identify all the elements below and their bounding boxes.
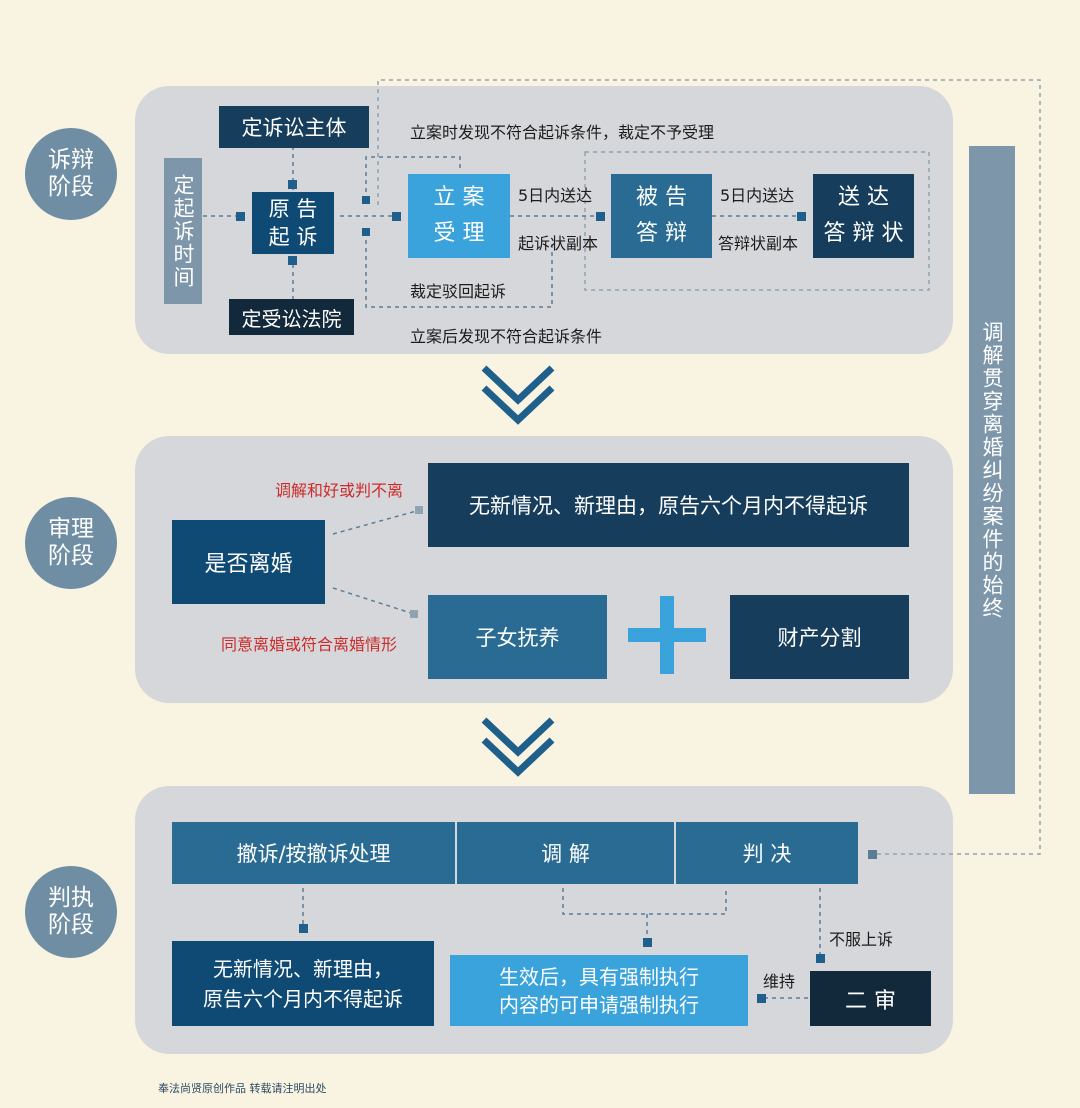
note-after-filing: 立案后发现不符合起诉条件 xyxy=(410,327,603,346)
property-division-label: 财产分割 xyxy=(777,626,862,650)
stage-judgment-circle: 判执 阶段 xyxy=(25,866,117,958)
child-custody-box: 子女抚养 xyxy=(428,595,607,679)
mediate-label: 调 解 xyxy=(541,842,590,866)
mediation-side-bar: 调解贯穿离婚纠纷案件的始终 xyxy=(969,146,1015,794)
five-days-label-1: 5日内送达 xyxy=(518,186,593,205)
mediation-side-label: 调解贯穿离婚纠纷案件的始终 xyxy=(980,320,1004,620)
withdraw-box: 撤诉/按撤诉处理 xyxy=(172,822,455,884)
judgment-box: 判 决 xyxy=(676,822,858,884)
plaintiff-sue-label: 原 告 起 诉 xyxy=(268,197,318,249)
no-new-reason-bottom-label: 无新情况、新理由， 原告六个月内不得起诉 xyxy=(203,956,403,1011)
file-accept-box: 立 案 受 理 xyxy=(408,174,510,258)
deliver-answer-box: 送 达 答 辩 状 xyxy=(813,174,914,258)
footer-credit: 奉法尚贤原创作品 转载请注明出处 xyxy=(158,1082,327,1095)
second-instance-label: 二 审 xyxy=(845,988,896,1014)
defendant-answer-box: 被 告 答 辩 xyxy=(611,174,712,258)
divorce-question-label: 是否离婚 xyxy=(204,552,293,577)
define-court-label: 定受讼法院 xyxy=(241,306,342,331)
divorce-question-box: 是否离婚 xyxy=(172,520,325,604)
define-time-box: 定起诉时间 xyxy=(164,158,202,304)
uphold-label: 维持 xyxy=(763,972,796,991)
note-dismiss: 裁定驳回起诉 xyxy=(410,282,507,301)
stage-judgment-label: 判执 阶段 xyxy=(48,885,94,938)
five-days-label-2: 5日内送达 xyxy=(720,186,795,205)
child-custody-label: 子女抚养 xyxy=(475,626,560,650)
reconcile-label: 调解和好或判不离 xyxy=(275,481,404,500)
file-accept-label: 立 案 受 理 xyxy=(433,185,485,246)
second-instance-box: 二 审 xyxy=(810,971,931,1026)
judgment-label: 判 决 xyxy=(742,842,792,866)
no-new-reason-label: 无新情况、新理由，原告六个月内不得起诉 xyxy=(469,494,868,518)
appeal-label: 不服上诉 xyxy=(829,930,894,949)
define-court-box: 定受讼法院 xyxy=(229,299,354,335)
stage-litigation-circle: 诉辩 阶段 xyxy=(25,128,117,220)
agree-divorce-label: 同意离婚或符合离婚情形 xyxy=(221,635,398,654)
stage-trial-label: 审理 阶段 xyxy=(48,516,94,569)
note-reject-top: 立案时发现不符合起诉条件，裁定不予受理 xyxy=(410,123,715,142)
define-subject-label: 定诉讼主体 xyxy=(241,116,347,140)
stage-litigation-label: 诉辩 阶段 xyxy=(48,147,94,200)
define-time-label: 定起诉时间 xyxy=(171,173,195,289)
no-new-reason-bottom-box: 无新情况、新理由， 原告六个月内不得起诉 xyxy=(172,941,434,1026)
withdraw-label: 撤诉/按撤诉处理 xyxy=(236,842,391,866)
defendant-answer-label: 被 告 答 辩 xyxy=(636,185,687,246)
copy-label-1: 起诉状副本 xyxy=(518,234,599,253)
deliver-answer-label: 送 达 答 辩 状 xyxy=(823,185,904,246)
property-division-box: 财产分割 xyxy=(730,595,909,679)
stage-trial-circle: 审理 阶段 xyxy=(25,497,117,589)
no-new-reason-box: 无新情况、新理由，原告六个月内不得起诉 xyxy=(428,463,909,547)
effective-enforce-label: 生效后，具有强制执行 内容的可申请强制执行 xyxy=(499,964,699,1017)
define-subject-box: 定诉讼主体 xyxy=(219,106,369,148)
copy-label-2: 答辩状副本 xyxy=(718,234,799,253)
mediate-box: 调 解 xyxy=(457,822,674,884)
plaintiff-sue-box: 原 告 起 诉 xyxy=(252,192,334,254)
effective-enforce-box: 生效后，具有强制执行 内容的可申请强制执行 xyxy=(450,955,748,1026)
